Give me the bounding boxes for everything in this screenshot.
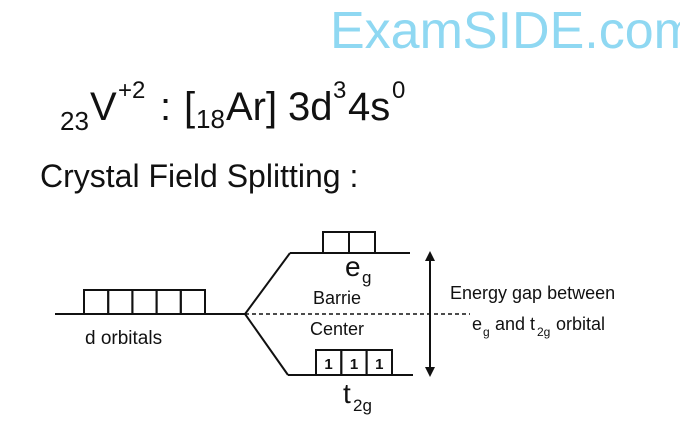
d-count: 3 xyxy=(333,77,346,104)
eg-orbital-boxes xyxy=(322,231,376,254)
s-count: 0 xyxy=(392,77,405,104)
atomic-number: 23 xyxy=(60,106,89,136)
watermark: ExamSIDE.com xyxy=(330,2,680,60)
eg-label: e xyxy=(345,251,361,282)
d-orbitals-label: d orbitals xyxy=(85,328,162,349)
t2g-label: t xyxy=(343,378,351,409)
gap-and-t: and t xyxy=(490,314,535,334)
energy-gap-arrow xyxy=(425,251,435,377)
colon: : xyxy=(160,85,171,129)
eg-subscript: g xyxy=(362,268,371,287)
gap-e: e xyxy=(472,314,482,334)
heading: Crystal Field Splitting : xyxy=(40,158,358,194)
electron: 1 xyxy=(375,356,383,373)
core-number: 18 xyxy=(196,104,225,134)
gap-e-subscript: g xyxy=(483,325,490,339)
core-symbol: Ar] xyxy=(226,85,277,129)
center-label: Center xyxy=(310,319,364,339)
config-3d: 3d xyxy=(288,85,333,129)
t2g-orbital-boxes xyxy=(315,349,394,376)
gap-t-subscript: 2g xyxy=(537,325,550,339)
core-bracket: [ xyxy=(184,85,195,129)
t2g-subscript: 2g xyxy=(353,396,372,415)
gap-orbital: orbital xyxy=(551,314,605,334)
electron: 1 xyxy=(324,356,332,373)
barrie-label: Barrie xyxy=(313,288,361,308)
element-symbol: V xyxy=(90,85,117,129)
electron-configuration: 23 V +2 : [ 18 Ar] 3d 3 4s 0 xyxy=(60,77,405,136)
ion-charge: +2 xyxy=(118,77,145,104)
config-4s: 4s xyxy=(348,85,390,129)
energy-gap-label: Energy gap between xyxy=(450,283,615,303)
electron: 1 xyxy=(350,356,358,373)
d-orbital-boxes xyxy=(83,289,207,315)
